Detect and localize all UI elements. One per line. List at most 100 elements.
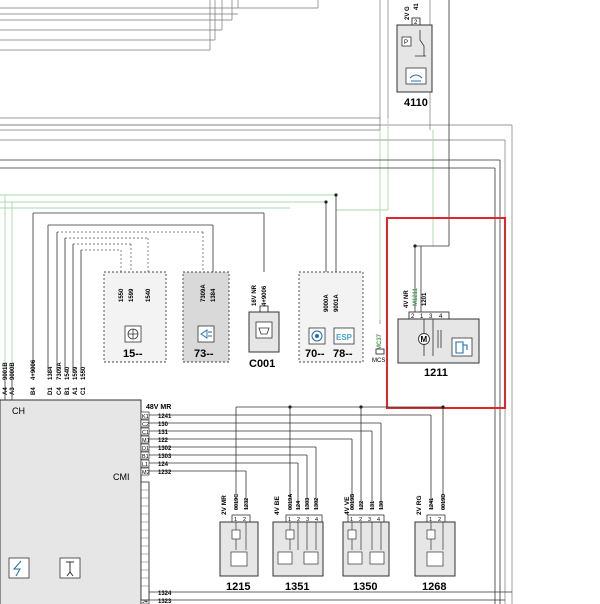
motor-label: M	[421, 335, 428, 344]
solenoid-symbol	[285, 529, 295, 540]
ecu-wire-number: 130	[158, 422, 169, 428]
module-connector-label: 4V VE	[344, 496, 351, 515]
module-connector-label: 4V BE	[274, 496, 281, 515]
climate-icon	[197, 325, 215, 343]
ecu-wire-number: 1323	[158, 599, 172, 604]
ecu-pin-box	[140, 451, 150, 460]
left-connector-id-7: C4	[57, 387, 63, 395]
sensor-icon	[347, 551, 363, 565]
left-connector-id-4: B4	[31, 387, 37, 395]
module-15-number: 15--	[123, 348, 143, 360]
ecu-left-label: CH	[12, 406, 25, 416]
left-connector-id-8: B1	[65, 387, 71, 395]
module-15-wire-1: 1550	[119, 288, 125, 302]
module-number: 1350	[353, 581, 377, 593]
module-73[interactable]: 7309A 1384 73--	[182, 271, 230, 363]
esp-badge-text: ESP	[336, 333, 353, 342]
actuator-icon	[369, 551, 385, 565]
ecu-wire-number: 1241	[158, 414, 172, 420]
ecu-wire-number: 122	[158, 438, 169, 444]
ecu-pin-box	[140, 427, 150, 436]
actuator-icon	[303, 551, 319, 565]
module-number: 1351	[285, 581, 309, 593]
ignition-coil-icon	[8, 557, 30, 579]
ecu-pin-id: M2	[142, 470, 150, 476]
solenoid-symbol	[426, 529, 436, 540]
highlight-box	[386, 217, 506, 409]
ecu-right-label: CMI	[113, 472, 130, 482]
ecu-pin-box	[140, 443, 150, 452]
module-pin: 3	[368, 517, 371, 523]
bottom-wiring	[149, 405, 512, 601]
module-c001[interactable]: 16V NR 4+9006 C001	[248, 284, 280, 370]
oil-level-icon	[405, 67, 427, 85]
valve-icon	[230, 551, 248, 567]
module-wire-label: 1302	[314, 498, 320, 510]
ecu-wire-number: 124	[158, 462, 169, 468]
module-number: 1215	[226, 581, 250, 593]
module-15-wire-2: 1599	[129, 288, 135, 302]
module-1211-connector-label: 4V NR	[404, 290, 410, 308]
ecu-connector-label: 48V MR	[146, 404, 171, 411]
ecu-connector-strip	[141, 481, 149, 587]
module-pin: 4	[315, 517, 318, 523]
left-connector-id-6: D1	[48, 387, 54, 395]
ecu-wire-number: 1232	[158, 470, 172, 476]
module-wire-label: 130	[379, 501, 385, 510]
module-pin: 2	[359, 517, 362, 523]
sensor-icon	[277, 551, 293, 565]
component-4110[interactable]: 2V G 41 2 P 4110	[396, 3, 433, 109]
module-70-number: 70--	[305, 348, 325, 360]
module-pin: 1	[288, 517, 291, 523]
esp-badge	[333, 327, 355, 345]
module-wire-label: 1303	[305, 498, 311, 510]
motor-symbol	[418, 333, 430, 345]
valve-icon	[426, 551, 444, 567]
module-wire-label: 0019B	[350, 494, 356, 510]
connector-label-4110: 2V G	[405, 6, 411, 20]
c001-connector-label: 16V NR	[252, 284, 258, 306]
ecu-pin-box	[140, 435, 150, 444]
left-connector-pin-7: 7309A	[57, 362, 63, 380]
solenoid-symbol	[347, 529, 357, 540]
module-1211-pin-1: 2	[411, 314, 415, 320]
module-70-78[interactable]: 9000A 9001A ESP 70-- 78--	[298, 271, 364, 363]
module-wire-label: 122	[359, 501, 365, 510]
module-1211-pin-3: 3	[429, 314, 433, 320]
module-1211-wire-1: M1211	[413, 287, 419, 306]
ecu-pin-id: C1	[142, 430, 149, 436]
module-wire-label: 0019C	[234, 494, 240, 510]
module-pin: 3	[306, 517, 309, 523]
svg-text:2: 2	[414, 20, 418, 26]
module-pin: 2	[243, 517, 246, 523]
ecu-pin-id: M1	[142, 438, 150, 444]
module-73-wire-1: 7309A	[201, 284, 207, 302]
module-wire-label: 1232	[244, 498, 250, 510]
module-pin: 1	[350, 517, 353, 523]
ecu-wire-number: 1324	[158, 591, 172, 597]
ecu-pin-box	[140, 419, 150, 428]
ecu-wire-number: 1302	[158, 446, 172, 452]
left-connector-pin-9: 1599	[73, 366, 79, 380]
module-connector-label: 2V RG	[416, 495, 423, 515]
module-1211[interactable]: 4V NR M1211 1201 2 1 3 4 M 1211	[386, 0, 506, 409]
ecu-pin-box	[140, 467, 150, 476]
module-15[interactable]: 1550 1599 1540 15--	[103, 271, 167, 363]
left-connector-pin-6: 1384	[48, 366, 54, 380]
module-wire-label: 0019A	[288, 494, 294, 510]
left-connector-pin-1: 9001B	[3, 362, 9, 380]
module-pin: 2	[297, 517, 300, 523]
solenoid-symbol	[231, 529, 241, 540]
module-c001-number: C001	[249, 358, 275, 370]
left-connector-id-9: A1	[73, 387, 79, 395]
module-wire-label: 124	[296, 500, 302, 510]
svg-text:P: P	[404, 40, 408, 46]
module-15-wire-3: 1540	[146, 288, 152, 302]
